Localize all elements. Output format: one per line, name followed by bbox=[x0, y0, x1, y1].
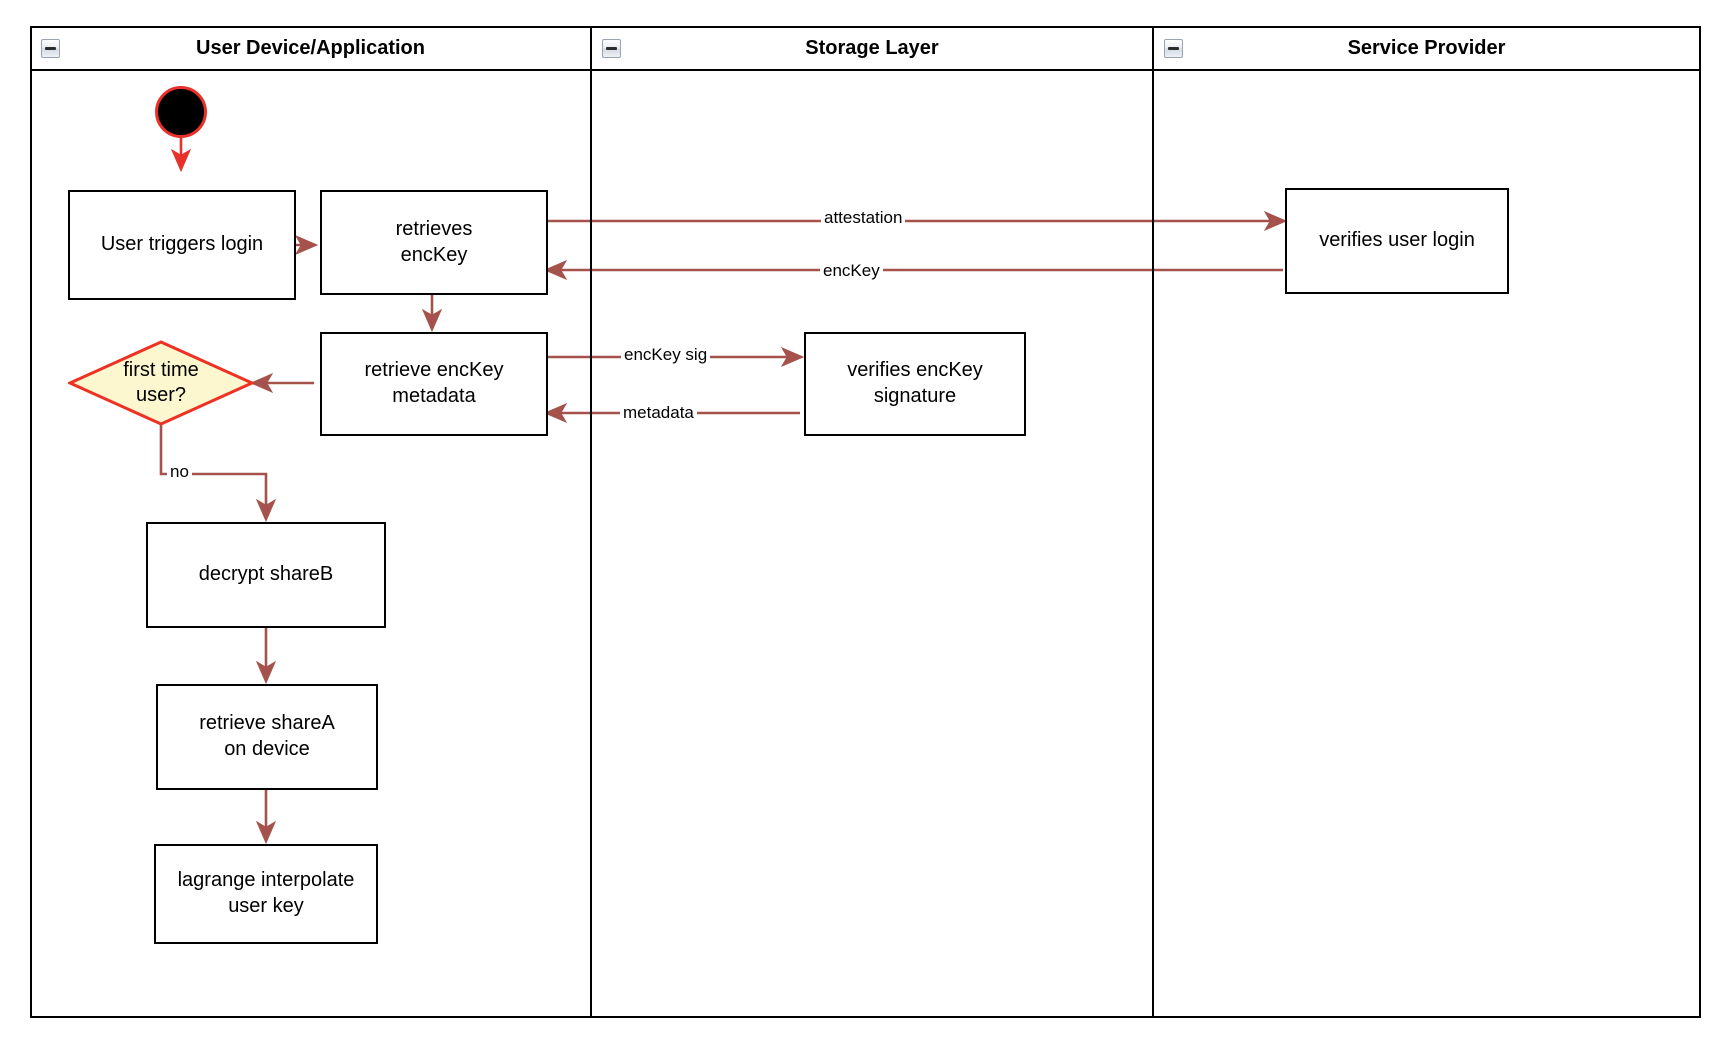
minus-glyph bbox=[606, 47, 617, 50]
minus-glyph bbox=[1168, 47, 1179, 50]
decision-label: first time user? bbox=[123, 359, 199, 406]
edge-label-attestation: attestation bbox=[821, 208, 906, 228]
edge-label-enckey: encKey bbox=[820, 261, 883, 281]
edge-label-enckey-sig: encKey sig bbox=[621, 345, 711, 365]
node-lagrange-interpolate-user-key[interactable]: lagrange interpolate user key bbox=[154, 844, 378, 944]
node-first-time-user-decision[interactable]: first time user? bbox=[68, 340, 254, 426]
start-node[interactable] bbox=[155, 86, 207, 138]
diamond-shape bbox=[68, 340, 254, 426]
lane-divider-1 bbox=[590, 27, 592, 1017]
collapse-icon-user-device-application[interactable] bbox=[41, 39, 60, 58]
node-retrieves-enckey[interactable]: retrieves encKey bbox=[320, 190, 548, 295]
lane-divider-2 bbox=[1152, 27, 1154, 1017]
lane-title-storage-layer: Storage Layer bbox=[805, 36, 939, 59]
node-decrypt-shareb[interactable]: decrypt shareB bbox=[146, 522, 386, 628]
node-verifies-enckey-signature[interactable]: verifies encKey signature bbox=[804, 332, 1026, 436]
node-retrieve-sharea-on-device[interactable]: retrieve shareA on device bbox=[156, 684, 378, 790]
node-verifies-user-login[interactable]: verifies user login bbox=[1285, 188, 1509, 294]
edge-no-branch bbox=[159, 420, 277, 523]
edge-label-metadata: metadata bbox=[620, 403, 697, 423]
lane-header-user-device-application[interactable]: User Device/Application bbox=[31, 27, 590, 71]
node-user-triggers-login[interactable]: User triggers login bbox=[68, 190, 296, 300]
collapse-icon-service-provider[interactable] bbox=[1164, 39, 1183, 58]
node-retrieve-enckey-metadata[interactable]: retrieve encKey metadata bbox=[320, 332, 548, 436]
lane-title-service-provider: Service Provider bbox=[1347, 36, 1506, 59]
edge-label-no: no bbox=[167, 462, 192, 482]
lane-header-service-provider[interactable]: Service Provider bbox=[1154, 27, 1699, 71]
minus-glyph bbox=[45, 47, 56, 50]
collapse-icon-storage-layer[interactable] bbox=[602, 39, 621, 58]
lane-header-storage-layer[interactable]: Storage Layer bbox=[592, 27, 1152, 71]
lane-title-user-device-application: User Device/Application bbox=[196, 36, 425, 59]
